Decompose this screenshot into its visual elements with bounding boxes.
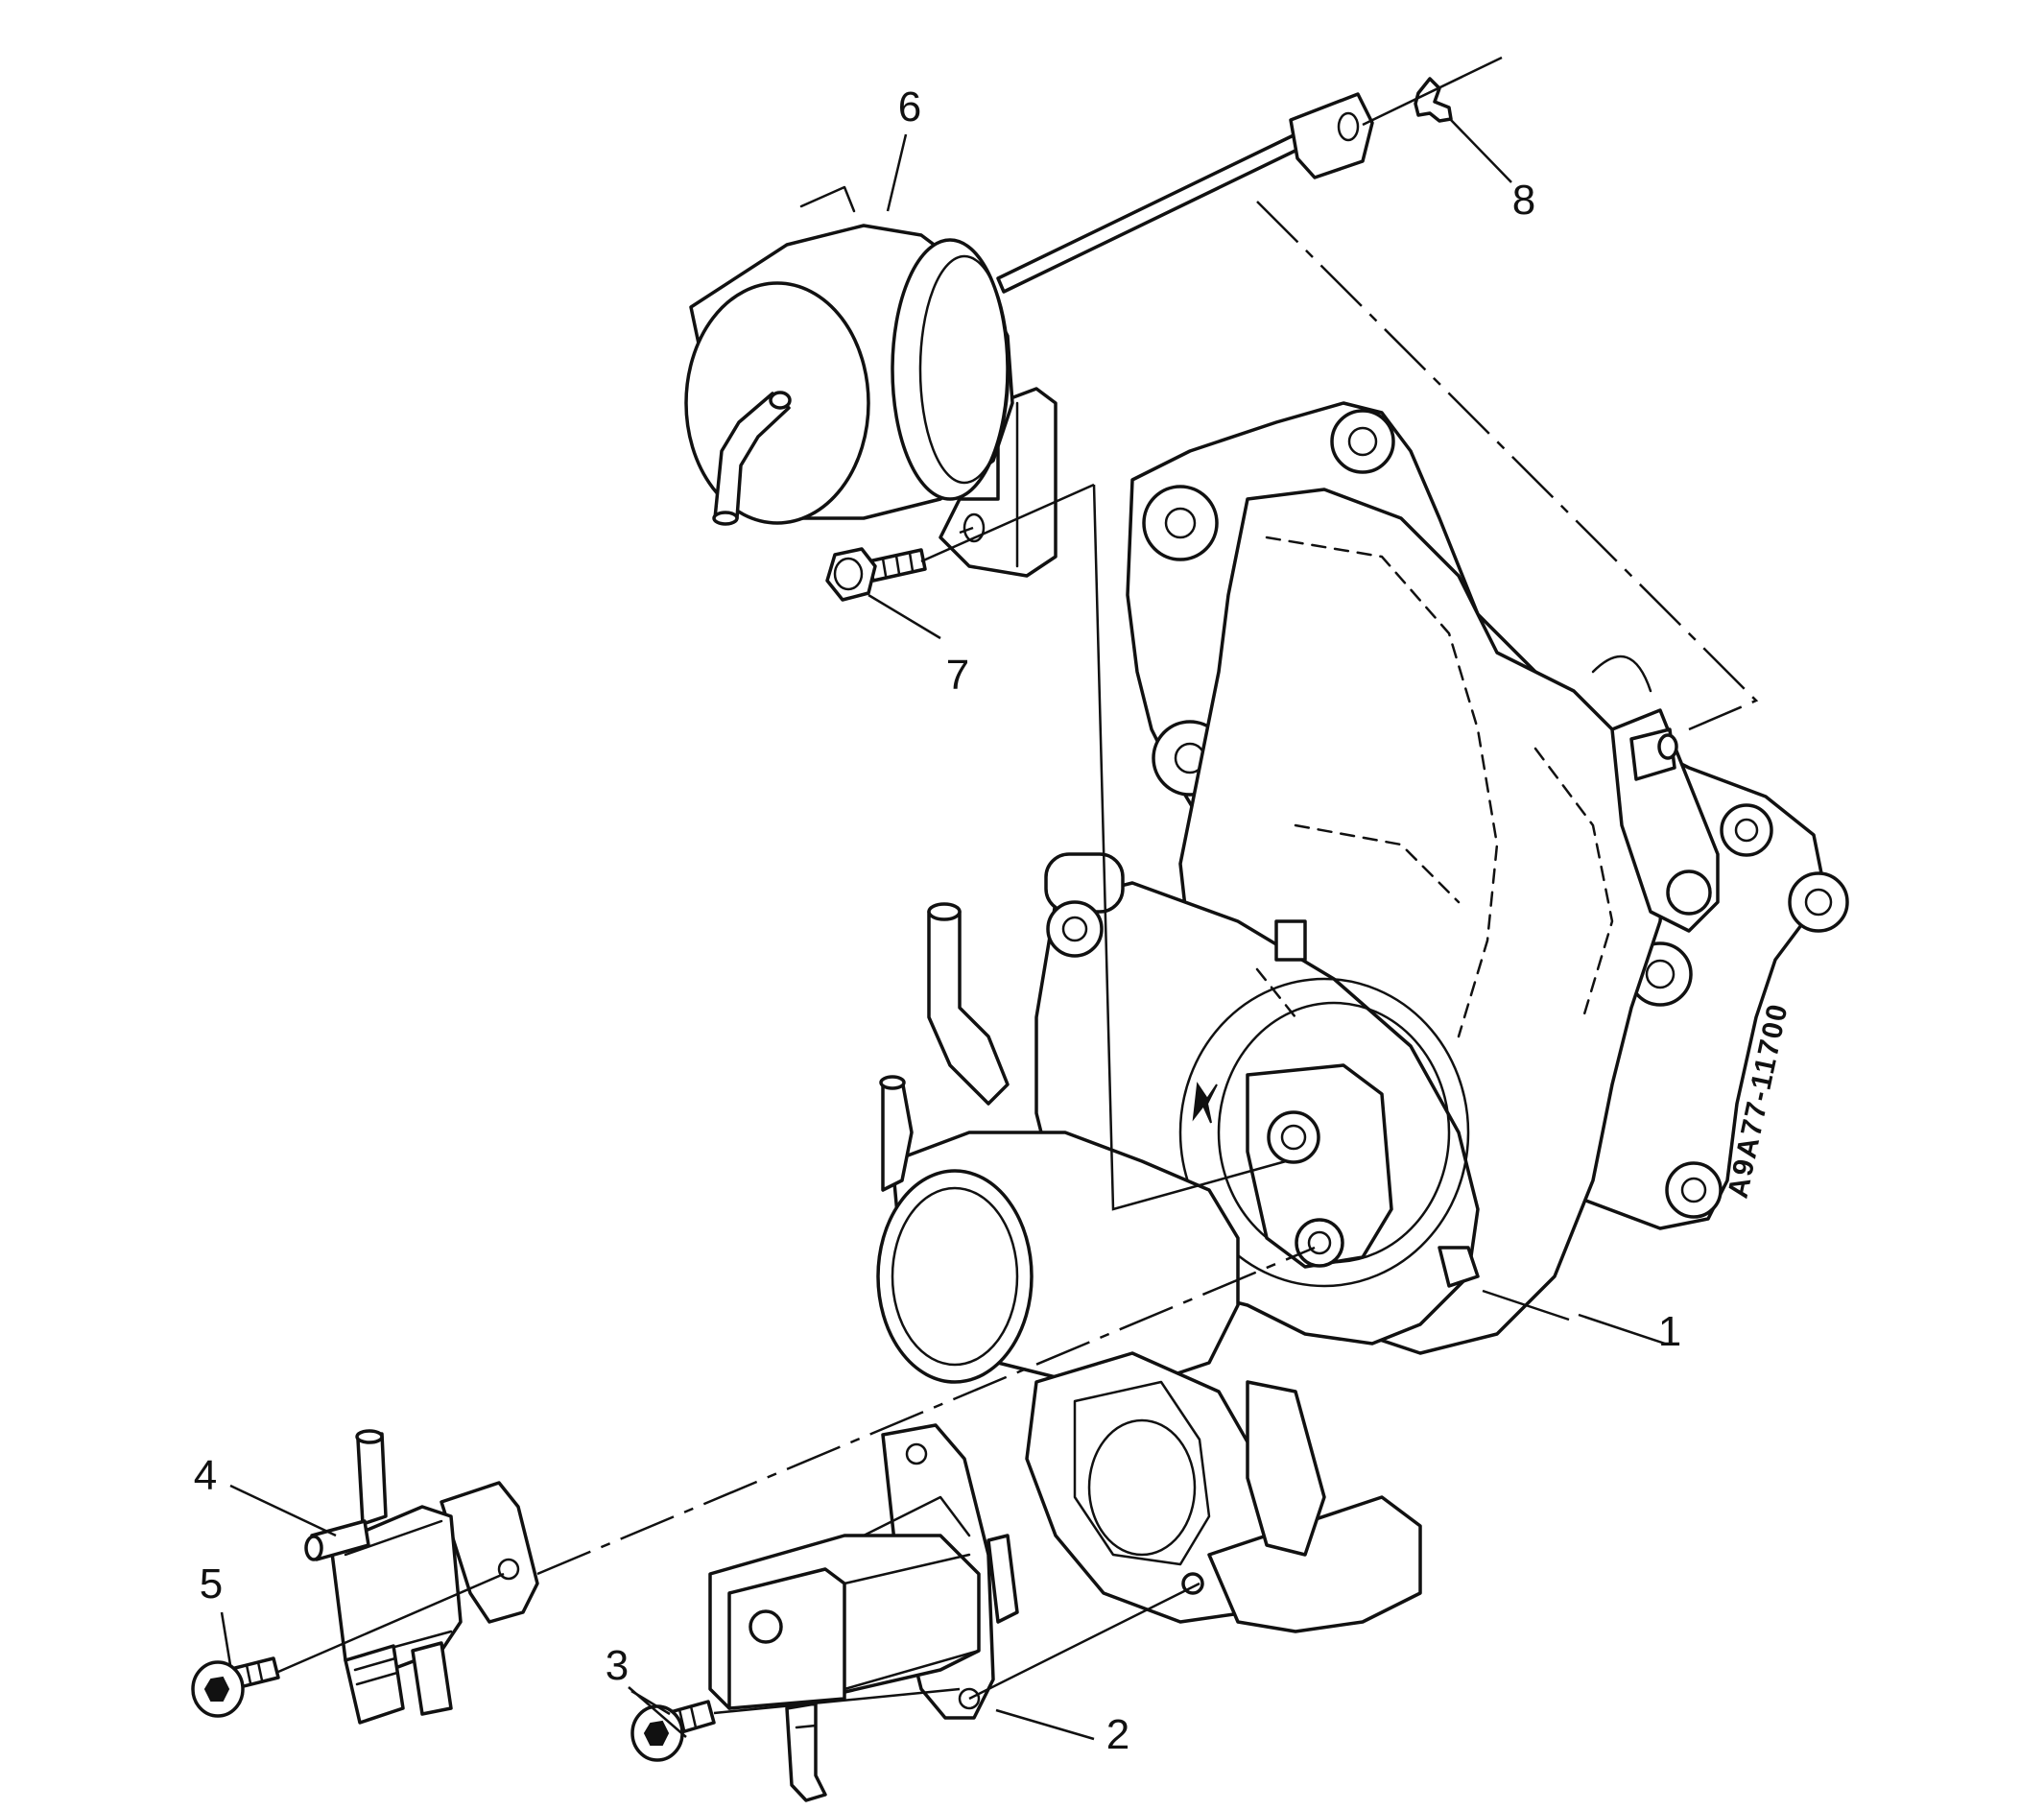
assembly-line-clip bbox=[1362, 56, 1503, 127]
assembly-line-bolt7 bbox=[1092, 484, 1287, 1211]
boost-control-solenoid bbox=[304, 1429, 539, 1725]
callout-3: 3 bbox=[606, 1642, 629, 1689]
coolant-pipe-upper bbox=[927, 910, 1010, 1106]
rod-end-clevis bbox=[1289, 92, 1374, 179]
callout-6: 6 bbox=[898, 83, 921, 131]
assembly-line-boost-solenoid bbox=[536, 1246, 1316, 1576]
lower-bracket bbox=[1207, 1495, 1422, 1633]
compressor-bosses bbox=[1044, 852, 1480, 1288]
boost-solenoid-port-top bbox=[356, 1432, 388, 1526]
assembly-line-solenoid bbox=[968, 1582, 1200, 1701]
vacuum-nipple bbox=[713, 392, 791, 520]
boost-solenoid-bracket bbox=[440, 1481, 539, 1624]
assembly-line-rod bbox=[1256, 201, 1759, 731]
callout-2: 2 bbox=[1106, 1711, 1129, 1758]
flange-bolt-bosses bbox=[1142, 409, 1849, 1219]
callout-4: 4 bbox=[194, 1452, 217, 1499]
callouts: 1 2 3 4 5 6 7 8 bbox=[194, 83, 1681, 1758]
boost-solenoid-bolt bbox=[191, 1656, 280, 1718]
boost-solenoid-connector bbox=[344, 1644, 405, 1725]
callout-5: 5 bbox=[200, 1560, 223, 1608]
callout-1: 1 bbox=[1658, 1308, 1681, 1355]
solenoid-valve bbox=[708, 1423, 1019, 1802]
assembly-lines bbox=[277, 56, 1759, 1715]
solenoid-bolt bbox=[630, 1700, 716, 1762]
actuator-rod bbox=[996, 132, 1303, 294]
assembly-line-bolt7-a bbox=[920, 483, 1095, 563]
retainer-clip bbox=[1414, 77, 1453, 123]
turbocharger-assembly: A9A77-11700 bbox=[876, 401, 1849, 1633]
callout-7: 7 bbox=[946, 652, 969, 699]
solenoid-connector bbox=[785, 1702, 827, 1802]
assembly-line-bolt5 bbox=[277, 1572, 505, 1674]
actuator-bolt bbox=[825, 547, 927, 602]
assembly-line-bolt3 bbox=[713, 1687, 961, 1715]
logo-mark bbox=[1192, 1082, 1218, 1124]
callout-8: 8 bbox=[1512, 177, 1535, 224]
wastegate-actuator bbox=[684, 92, 1374, 578]
